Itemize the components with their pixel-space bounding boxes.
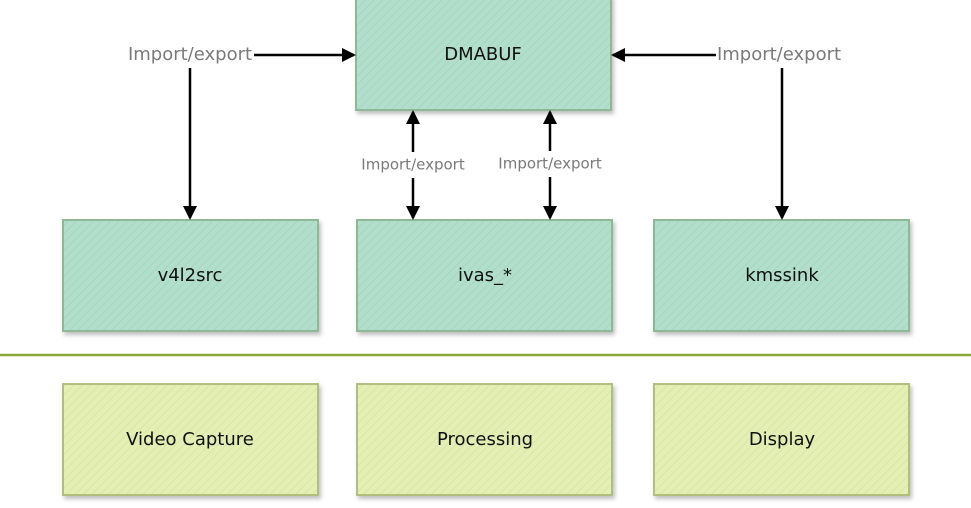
ivas-node[interactable]: ivas_* bbox=[356, 219, 613, 332]
center-left-import-export-edge: Import/export bbox=[361, 110, 465, 220]
kmssink-label: kmssink bbox=[745, 265, 819, 286]
display-label: Display bbox=[749, 429, 816, 450]
dmabuf-label: DMABUF bbox=[444, 44, 522, 65]
center-right-edge-label: Import/export bbox=[498, 155, 602, 173]
center-left-edge-label: Import/export bbox=[361, 156, 465, 174]
left-import-export-edge: Import/export bbox=[128, 44, 356, 220]
dmabuf-node[interactable]: DMABUF bbox=[355, 0, 612, 111]
right-import-export-edge: Import/export bbox=[611, 44, 841, 220]
video-capture-label: Video Capture bbox=[126, 429, 254, 450]
right-edge-label: Import/export bbox=[717, 44, 841, 65]
processing-node[interactable]: Processing bbox=[356, 383, 613, 496]
display-node[interactable]: Display bbox=[653, 383, 910, 496]
video-capture-node[interactable]: Video Capture bbox=[62, 383, 319, 496]
kmssink-node[interactable]: kmssink bbox=[653, 219, 910, 332]
processing-label: Processing bbox=[437, 429, 533, 450]
left-edge-label: Import/export bbox=[128, 44, 252, 65]
center-right-import-export-edge: Import/export bbox=[498, 110, 602, 220]
v4l2src-label: v4l2src bbox=[158, 265, 223, 286]
v4l2src-node[interactable]: v4l2src bbox=[62, 219, 319, 332]
ivas-label: ivas_* bbox=[458, 265, 512, 286]
